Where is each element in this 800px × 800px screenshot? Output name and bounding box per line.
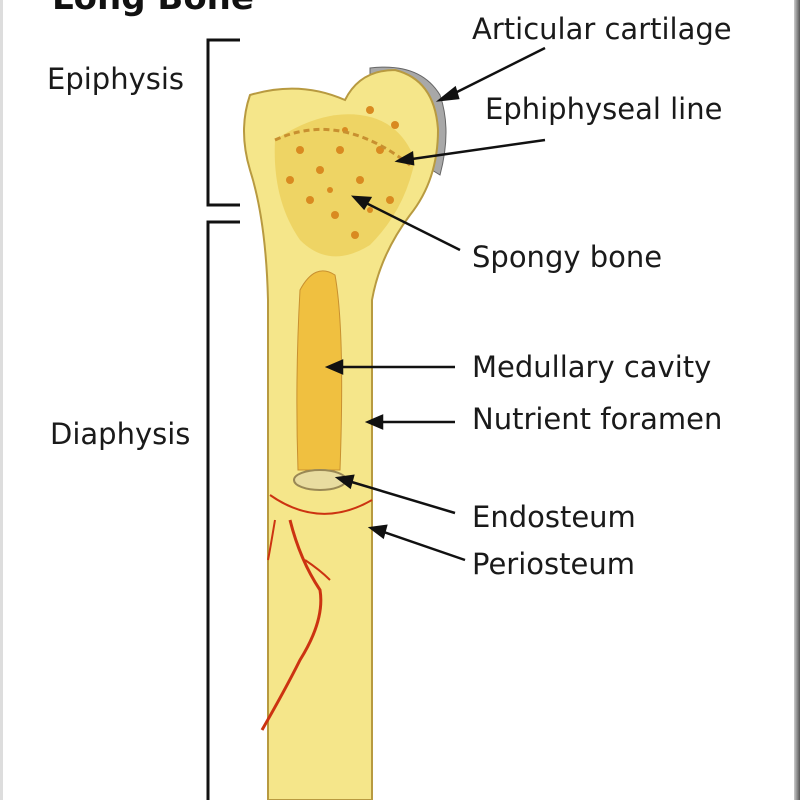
endosteum [293,469,347,491]
blood-vessel-branch [267,519,331,581]
epiphysis-bracket [206,38,240,207]
label-articular-cartilage: Articular cartilage [472,12,732,46]
label-epiphysis: Epiphysis [47,62,185,96]
spongy-dots [286,106,399,239]
pointer-lines [324,46,546,562]
medullary-cavity [296,270,343,471]
label-epiphyseal-line: Ephiphyseal line [485,92,723,126]
label-spongy-bone: Spongy bone [472,240,663,274]
label-medullary-cavity: Medullary cavity [472,350,712,384]
diagram-title: Long Bone [52,0,254,18]
frame-right [794,0,800,800]
frame-left [0,0,3,800]
blood-vessel [260,519,323,731]
epiphyseal-line [274,127,411,167]
diaphysis-bracket [206,220,240,800]
label-endosteum: Endosteum [472,500,636,534]
label-nutrient-foramen: Nutrient foramen [472,402,723,436]
periosteum [269,494,373,515]
label-periosteum: Periosteum [472,547,635,581]
label-diaphysis: Diaphysis [50,417,191,451]
